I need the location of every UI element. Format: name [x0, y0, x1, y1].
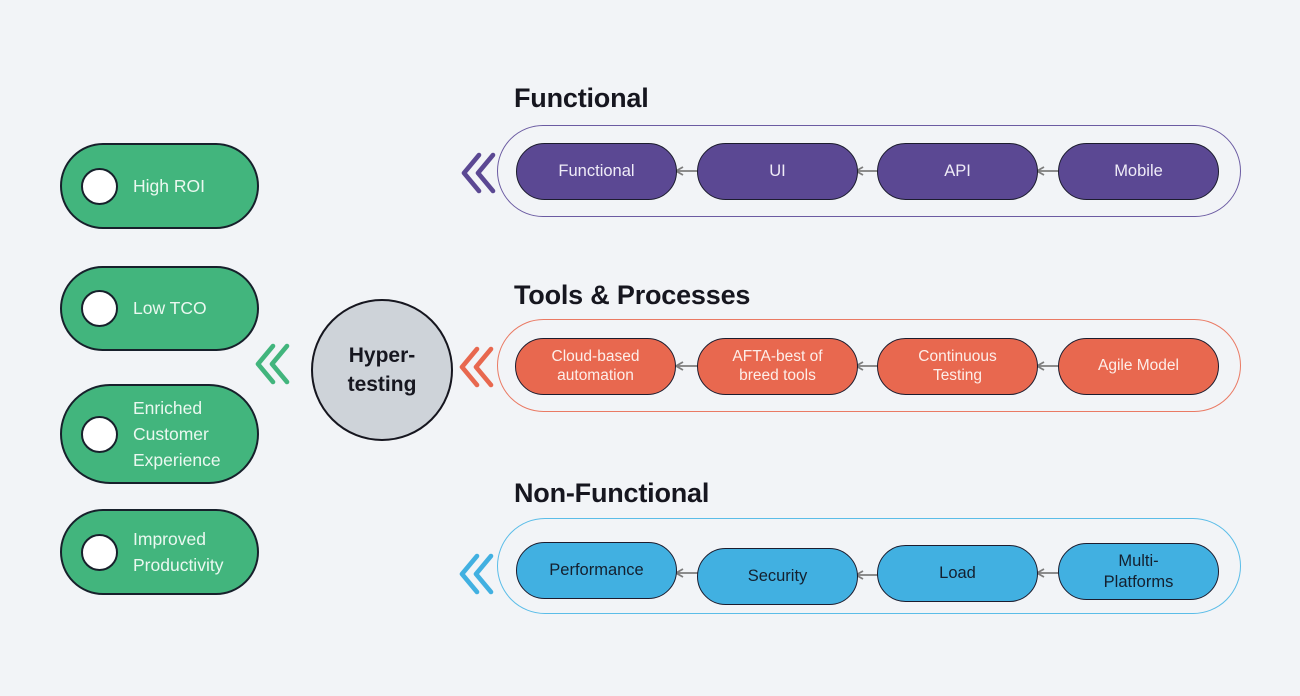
section-track-functional: [497, 125, 1241, 217]
node-label: UI: [769, 162, 786, 181]
node-pill-api: API: [877, 143, 1038, 200]
section-title-tools-processes: Tools & Processes: [514, 280, 751, 310]
node-pill-performance: Performance: [516, 542, 677, 599]
node-pill-cloud-based-automation: Cloud-based automation: [515, 338, 676, 395]
double-chevron-left-icon: [456, 551, 496, 597]
node-label: Functional: [558, 162, 635, 181]
benefit-dot-icon: [81, 415, 118, 453]
node-label: AFTA-best of breed tools: [732, 347, 823, 384]
benefit-pill-improved-productivity: Improved Productivity: [60, 509, 259, 595]
benefit-dot-icon: [81, 533, 118, 571]
node-label: Agile Model: [1098, 357, 1179, 375]
node-pill-security: Security: [697, 548, 858, 605]
benefit-pill-low-tco: Low TCO: [60, 266, 259, 351]
node-label: Continuous Testing: [918, 347, 997, 384]
double-chevron-left-icon: [456, 344, 496, 390]
node-pill-ui: UI: [697, 143, 858, 200]
benefit-dot-icon: [81, 290, 118, 327]
hub-label-line2: testing: [347, 373, 417, 396]
node-label: Load: [939, 564, 976, 583]
node-pill-functional: Functional: [516, 143, 677, 200]
double-chevron-left-icon: [458, 150, 498, 196]
node-label: Multi-Platforms: [1103, 552, 1174, 591]
hub-node-hyper-testing: Hyper- testing: [311, 299, 453, 441]
node-label: Performance: [549, 561, 644, 580]
node-label: Mobile: [1114, 162, 1163, 181]
benefit-label: Improved Productivity: [133, 528, 224, 575]
benefit-label: Enriched Customer Experience: [133, 397, 221, 471]
benefit-dot-icon: [81, 167, 118, 205]
node-pill-mobile: Mobile: [1058, 143, 1219, 200]
hub-label-line1: Hyper-: [348, 343, 416, 367]
node-pill-afta-best-of-breed-tools: AFTA-best of breed tools: [697, 338, 858, 395]
node-pill-agile-model: Agile Model: [1058, 338, 1219, 395]
node-pill-continuous-testing: Continuous Testing: [877, 338, 1038, 395]
node-label: Security: [747, 567, 808, 586]
node-pill-multi-platforms: Multi-Platforms: [1058, 543, 1219, 600]
benefit-label: Low TCO: [133, 298, 207, 319]
node-label: Cloud-based automation: [551, 347, 640, 384]
benefit-label: High ROI: [133, 175, 205, 196]
benefit-pill-enriched-customer-experience: Enriched Customer Experience: [60, 384, 259, 484]
double-chevron-left-icon: [252, 341, 292, 387]
section-track-tools-processes: [497, 319, 1241, 412]
section-title-functional: Functional: [514, 83, 649, 113]
benefit-pill-high-roi: High ROI: [60, 143, 259, 229]
section-track-non-functional: [497, 518, 1241, 614]
node-label: API: [944, 162, 971, 181]
node-pill-load: Load: [877, 545, 1038, 602]
section-title-non-functional: Non-Functional: [514, 478, 710, 508]
